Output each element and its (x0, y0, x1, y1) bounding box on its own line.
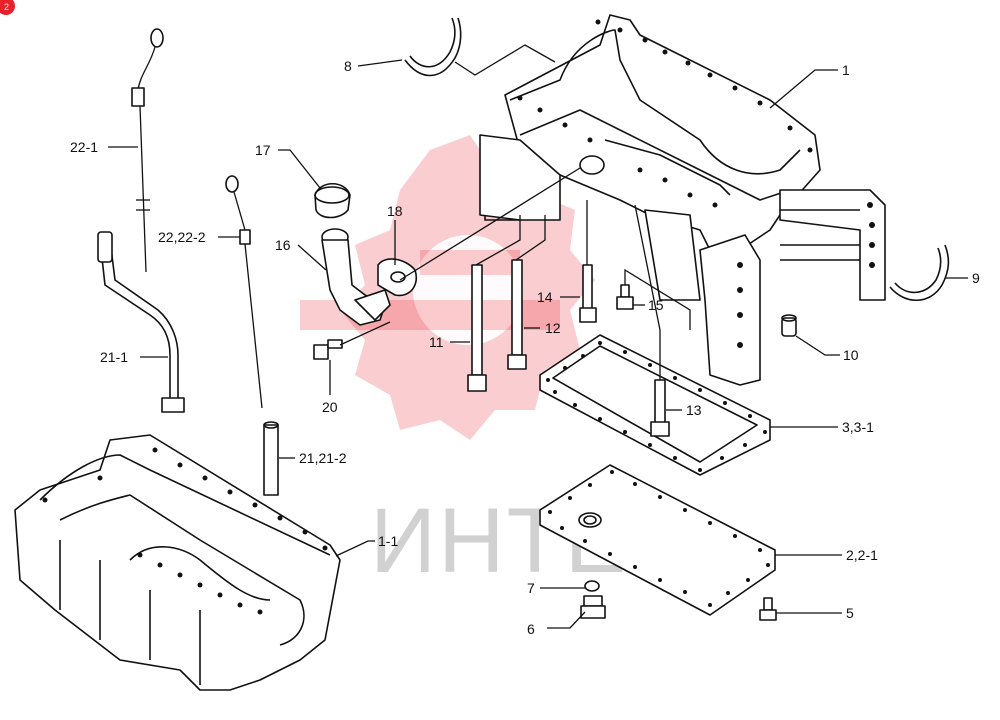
part-16-filler-tube (321, 228, 391, 326)
corner-badge: 2 (0, 0, 15, 15)
callout-16: 16 (275, 237, 291, 253)
callout-10: 10 (843, 347, 859, 363)
part-8-thrust-half-washer (404, 17, 462, 77)
part-17-filler-cap (314, 182, 351, 219)
callout-9: 9 (972, 270, 980, 286)
callout-13: 13 (686, 402, 702, 418)
bolt-holes-lower (42, 447, 328, 615)
callout-7: 7 (527, 580, 535, 596)
part-15-short-bolt (616, 284, 634, 310)
callout-21-21-2: 21,21-2 (299, 450, 347, 466)
callout-labels: 1 1-1 2,2-1 3,3-1 5 6 7 8 9 10 11 12 13 … (70, 58, 980, 637)
part-21-1-guide-tube (97, 231, 185, 413)
callout-18: 18 (387, 203, 403, 219)
part-6-drain-plug (580, 595, 606, 619)
part-9-thrust-half-washer (889, 244, 950, 301)
callout-12: 12 (545, 320, 561, 336)
cover-holes (548, 470, 770, 607)
part-2-cover-plate (539, 464, 776, 616)
bolt-holes-upper (517, 19, 875, 348)
callout-5: 5 (846, 605, 854, 621)
callout-3-3-1: 3,3-1 (842, 419, 874, 435)
callout-20: 20 (322, 399, 338, 415)
leader-lines (108, 59, 968, 629)
part-20-bolt (313, 339, 343, 360)
callout-15: 15 (648, 297, 664, 313)
callout-8: 8 (344, 58, 352, 74)
callout-22-22-2: 22,22-2 (158, 229, 206, 245)
part-13-bolt (650, 379, 670, 437)
callout-2-2-1: 2,2-1 (846, 547, 878, 563)
callout-11: 11 (429, 334, 444, 350)
part-11-long-bolt (467, 264, 487, 392)
callout-21-1: 21-1 (100, 349, 128, 365)
svg-text:2: 2 (4, 2, 9, 12)
part-1-oil-pan-upper (479, 14, 886, 386)
part-22-1-dipstick (131, 28, 164, 273)
part-22-dipstick (225, 175, 263, 409)
part-1-1-oil-pan-variant (14, 434, 341, 691)
callout-1: 1 (842, 62, 850, 78)
callout-22-1: 22-1 (70, 139, 98, 155)
part-5-bolt (759, 597, 777, 621)
assembly-guide-lines (339, 44, 691, 380)
callout-1-1: 1-1 (378, 533, 398, 549)
gasket-holes (546, 341, 767, 472)
part-10-dowel-pin (781, 314, 797, 337)
part-7-seal-ring (584, 580, 600, 592)
callout-17: 17 (255, 142, 271, 158)
part-21-tube (263, 421, 279, 496)
callout-6: 6 (527, 621, 535, 637)
callout-14: 14 (537, 289, 553, 305)
part-14-bolt (579, 264, 597, 323)
